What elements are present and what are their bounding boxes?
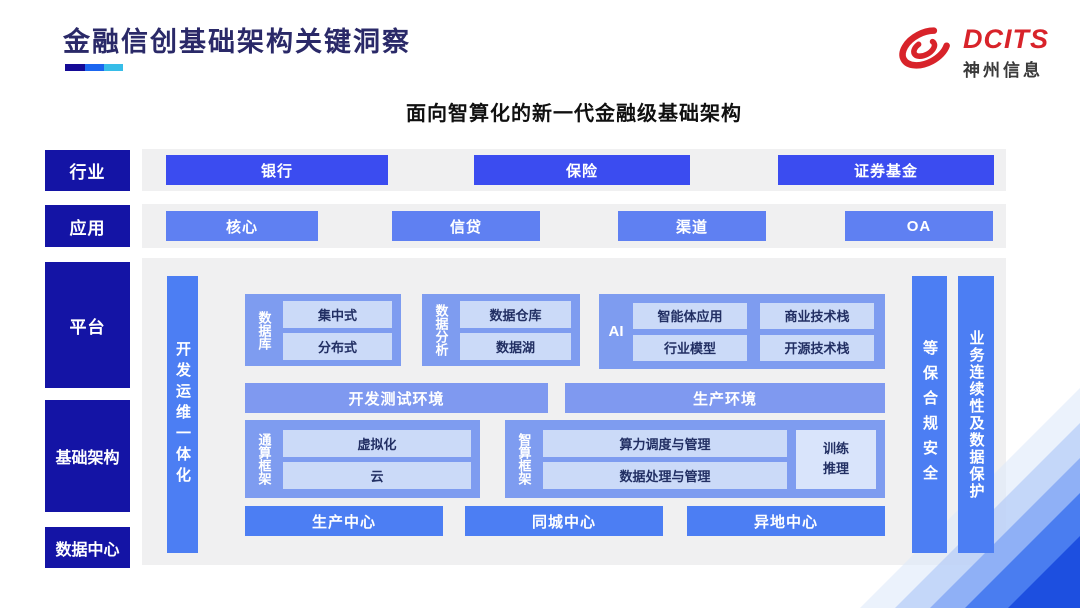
- company-name: 神州信息: [963, 61, 1043, 80]
- group-intelligent-compute-label: 智算框架: [516, 433, 532, 485]
- data-processing-management: 数据处理与管理: [543, 461, 787, 489]
- center-production: 生产中心: [245, 506, 443, 536]
- layer-infrastructure: 基础架构: [45, 400, 130, 512]
- general-compute-virtualization: 虚拟化: [283, 429, 471, 457]
- app-channel: 渠道: [618, 211, 766, 241]
- database-centralized: 集中式: [283, 300, 392, 328]
- group-analytics: 数据分析 数据仓库 数据湖: [422, 294, 580, 366]
- diagram-title: 面向智算化的新一代金融级基础架构: [406, 103, 742, 125]
- analytics-warehouse: 数据仓库: [460, 300, 571, 328]
- analytics-lake: 数据湖: [460, 332, 571, 360]
- training-inference: 训练推理: [796, 429, 876, 489]
- center-same-city: 同城中心: [465, 506, 663, 536]
- layer-application: 应用: [45, 205, 130, 247]
- industry-insurance: 保险: [474, 155, 690, 185]
- group-database-label: 数据库: [256, 310, 272, 350]
- app-core: 核心: [166, 211, 318, 241]
- page-title: 金融信创基础架构关键洞察: [63, 27, 411, 57]
- ai-industry-models: 行业模型: [633, 334, 747, 361]
- app-credit: 信贷: [392, 211, 540, 241]
- group-ai: AI 智能体应用 商业技术栈 行业模型 开源技术栈: [599, 294, 885, 369]
- layer-platform: 平台: [45, 262, 130, 388]
- title-underline-segment-blue: [85, 64, 104, 71]
- group-general-compute: 通算框架 虚拟化 云: [245, 420, 480, 498]
- center-remote: 异地中心: [687, 506, 885, 536]
- ai-open-source-stack: 开源技术栈: [760, 334, 874, 361]
- compute-scheduling-management: 算力调度与管理: [543, 429, 787, 457]
- ai-commercial-stack: 商业技术栈: [760, 302, 874, 329]
- app-oa: OA: [845, 211, 993, 241]
- env-dev-test: 开发测试环境: [245, 383, 548, 413]
- industry-securities-funds: 证券基金: [778, 155, 994, 185]
- group-database: 数据库 集中式 分布式: [245, 294, 401, 366]
- pillar-business-continuity: 业务连续性及数据保护: [958, 276, 994, 553]
- pillar-security-compliance: 等保合规安全: [912, 276, 947, 553]
- dcits-swirl-logo-icon: [893, 22, 957, 74]
- group-analytics-label: 数据分析: [433, 304, 449, 356]
- layer-industry: 行业: [45, 150, 130, 191]
- pillar-devops: 开发运维一体化: [167, 276, 198, 553]
- brand-name: DCITS: [963, 24, 1049, 54]
- env-production: 生产环境: [565, 383, 885, 413]
- industry-bank: 银行: [166, 155, 388, 185]
- title-underline-segment-dark: [65, 64, 85, 71]
- group-intelligent-compute: 智算框架 算力调度与管理 数据处理与管理 训练推理: [505, 420, 885, 498]
- layer-datacenter: 数据中心: [45, 527, 130, 568]
- title-underline-segment-cyan: [104, 64, 123, 71]
- database-distributed: 分布式: [283, 332, 392, 360]
- group-ai-label: AI: [608, 323, 624, 340]
- general-compute-cloud: 云: [283, 461, 471, 489]
- ai-agent-apps: 智能体应用: [633, 302, 747, 329]
- group-general-compute-label: 通算框架: [256, 433, 272, 485]
